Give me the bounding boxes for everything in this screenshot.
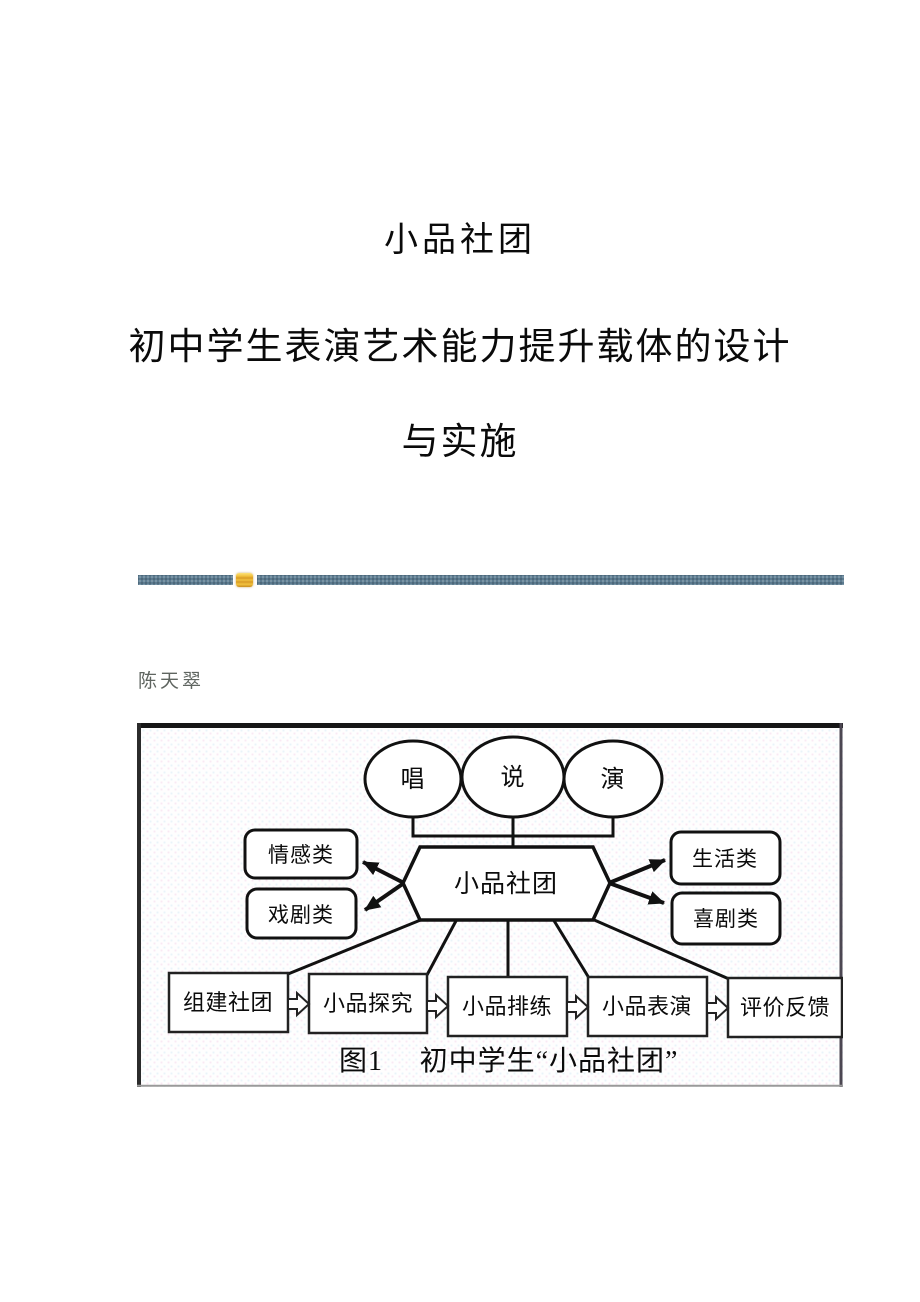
step-box-5	[726, 976, 843, 1039]
step-box-4-label: 小品表演	[602, 994, 692, 1019]
fan-line-5	[591, 917, 730, 981]
figure-caption-text: 初中学生“小品社团”	[420, 1045, 679, 1077]
arrow-to-comedy	[608, 881, 665, 905]
section-divider	[138, 573, 844, 587]
fan-lines	[287, 917, 730, 981]
category-box-emotion	[243, 828, 359, 880]
step-box-2-label: 小品探究	[323, 991, 413, 1016]
ellipse-sing-label: 唱	[401, 767, 426, 793]
category-box-life	[669, 830, 782, 886]
step-box-3	[446, 975, 569, 1038]
document-title: 小品社团	[384, 222, 536, 259]
fan-line-2	[425, 918, 459, 976]
document-subtitle-line1: 初中学生表演艺术能力提升载体的设计	[128, 327, 792, 368]
step-box-1	[167, 971, 290, 1034]
category-box-drama-label: 戏剧类	[268, 903, 334, 927]
ellipse-act	[562, 739, 664, 819]
category-arrows	[362, 858, 666, 912]
ellipse-bracket-connector	[411, 815, 615, 849]
category-box-emotion-label: 情感类	[268, 843, 334, 867]
flow-arrow-3	[566, 993, 590, 1021]
arrow-to-drama	[363, 881, 406, 912]
figure-caption-label: 图1	[339, 1046, 383, 1077]
category-box-drama	[245, 887, 358, 940]
fan-line-4	[551, 918, 591, 979]
divider-bar-right	[257, 575, 844, 585]
step-box-3-label: 小品排练	[462, 994, 552, 1019]
step-box-1-label: 组建社团	[183, 990, 273, 1015]
arrow-to-emotion	[362, 860, 405, 885]
flow-arrow-1	[287, 990, 311, 1018]
flow-arrow-4	[706, 994, 730, 1022]
figure-frame	[137, 723, 843, 1087]
step-box-5-label: 评价反馈	[740, 995, 830, 1020]
hexagon-club	[401, 845, 612, 922]
category-box-life-label: 生活类	[692, 847, 758, 871]
document-subtitle-line2: 与实施	[401, 422, 519, 463]
figure-image: 唱 说 演 小品社团 情感类 戏剧类 生活类 喜剧类	[137, 723, 843, 1087]
flow-arrows	[287, 990, 730, 1022]
fan-line-1	[287, 917, 424, 976]
ellipse-act-label: 演	[601, 766, 626, 793]
arrow-to-life	[608, 858, 666, 885]
flow-arrow-2	[426, 992, 450, 1020]
category-box-comedy	[670, 891, 782, 946]
hexagon-club-label: 小品社团	[454, 870, 558, 898]
category-box-comedy-label: 喜剧类	[693, 907, 759, 931]
ellipse-speak-label: 说	[501, 764, 526, 791]
divider-bar-left	[138, 575, 233, 585]
divider-ornament-icon	[236, 573, 253, 587]
author-name: 陈天翠	[138, 671, 205, 692]
